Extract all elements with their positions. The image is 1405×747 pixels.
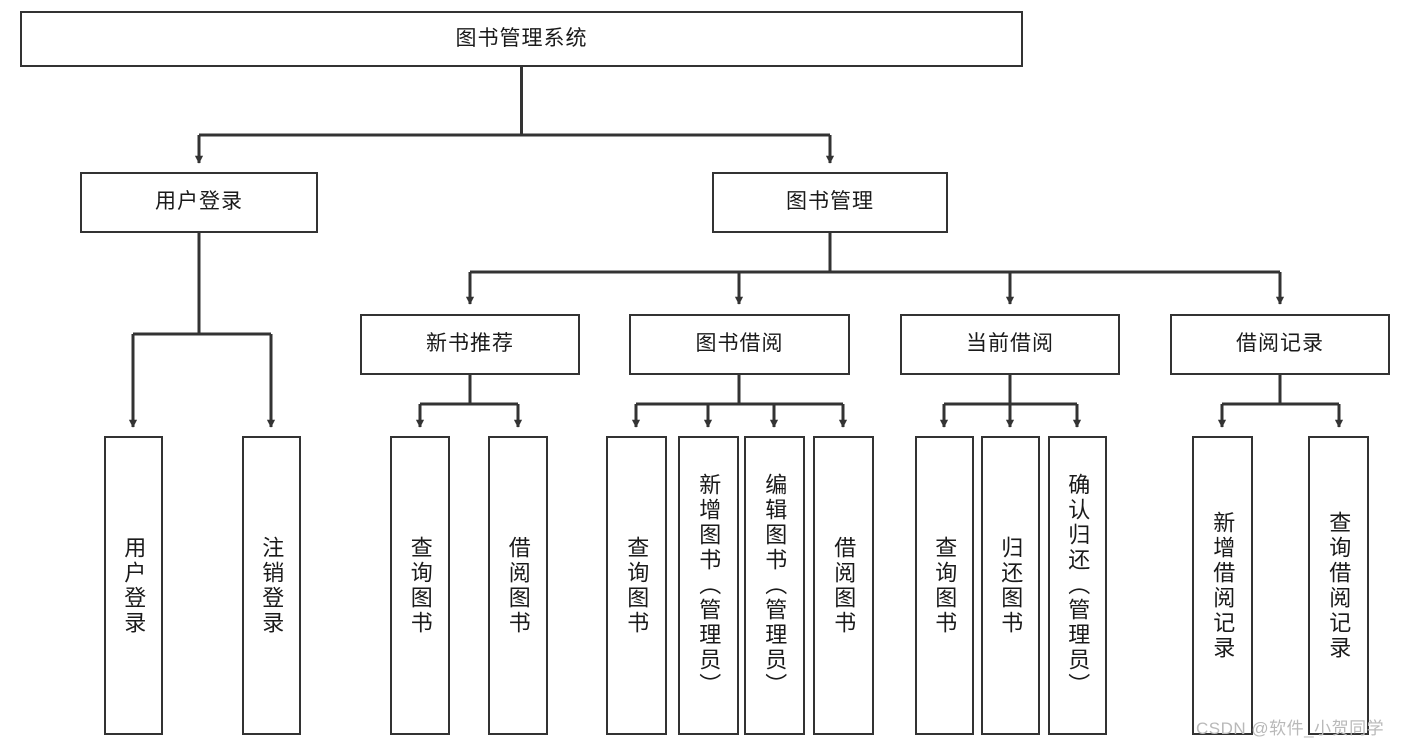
leaf-query-book-current[interactable]: 查询图书 <box>915 436 974 735</box>
node-label: 查询借阅记录 <box>1326 510 1352 661</box>
node-user-login[interactable]: 用户登录 <box>80 172 318 233</box>
leaf-logout[interactable]: 注销登录 <box>242 436 301 735</box>
node-label: 用户登录 <box>121 535 147 636</box>
leaf-borrow-book-recommend[interactable]: 借阅图书 <box>488 436 548 735</box>
node-label: 注销登录 <box>259 535 285 636</box>
node-label: 新增借阅记录 <box>1210 510 1236 661</box>
node-borrow-record[interactable]: 借阅记录 <box>1170 314 1390 375</box>
node-label: 查询图书 <box>407 535 433 636</box>
node-label: 查询图书 <box>624 535 650 636</box>
node-label: 图书管理系统 <box>455 26 588 50</box>
node-label: 借阅图书 <box>831 535 857 636</box>
csdn-watermark: CSDN @软件_小贺同学 <box>1196 719 1385 738</box>
leaf-add-borrow-record[interactable]: 新增借阅记录 <box>1192 436 1253 735</box>
node-label: 用户登录 <box>155 190 243 214</box>
node-label: 确认归还（管理员） <box>1065 473 1091 698</box>
node-book-management[interactable]: 图书管理 <box>712 172 948 233</box>
node-label: 当前借阅 <box>966 332 1054 356</box>
node-label: 新增图书（管理员） <box>696 473 722 698</box>
leaf-confirm-return-admin[interactable]: 确认归还（管理员） <box>1048 436 1107 735</box>
node-label: 新书推荐 <box>426 332 514 356</box>
leaf-query-book-recommend[interactable]: 查询图书 <box>390 436 450 735</box>
node-current-borrow[interactable]: 当前借阅 <box>900 314 1120 375</box>
node-root-book-management-system[interactable]: 图书管理系统 <box>20 11 1023 67</box>
leaf-query-borrow-record[interactable]: 查询借阅记录 <box>1308 436 1369 735</box>
node-label: 借阅记录 <box>1236 332 1324 356</box>
node-label: 借阅图书 <box>505 535 531 636</box>
leaf-add-book-admin[interactable]: 新增图书（管理员） <box>678 436 739 735</box>
node-label: 编辑图书（管理员） <box>762 473 788 698</box>
leaf-user-login[interactable]: 用户登录 <box>104 436 163 735</box>
node-label: 图书管理 <box>786 190 874 214</box>
leaf-query-book-borrow[interactable]: 查询图书 <box>606 436 667 735</box>
node-book-borrow[interactable]: 图书借阅 <box>629 314 850 375</box>
leaf-borrow-book[interactable]: 借阅图书 <box>813 436 874 735</box>
leaf-edit-book-admin[interactable]: 编辑图书（管理员） <box>744 436 805 735</box>
leaf-return-book[interactable]: 归还图书 <box>981 436 1040 735</box>
node-label: 归还图书 <box>998 535 1024 636</box>
node-label: 查询图书 <box>932 535 958 636</box>
node-label: 图书借阅 <box>695 332 784 356</box>
node-new-book-recommend[interactable]: 新书推荐 <box>360 314 580 375</box>
